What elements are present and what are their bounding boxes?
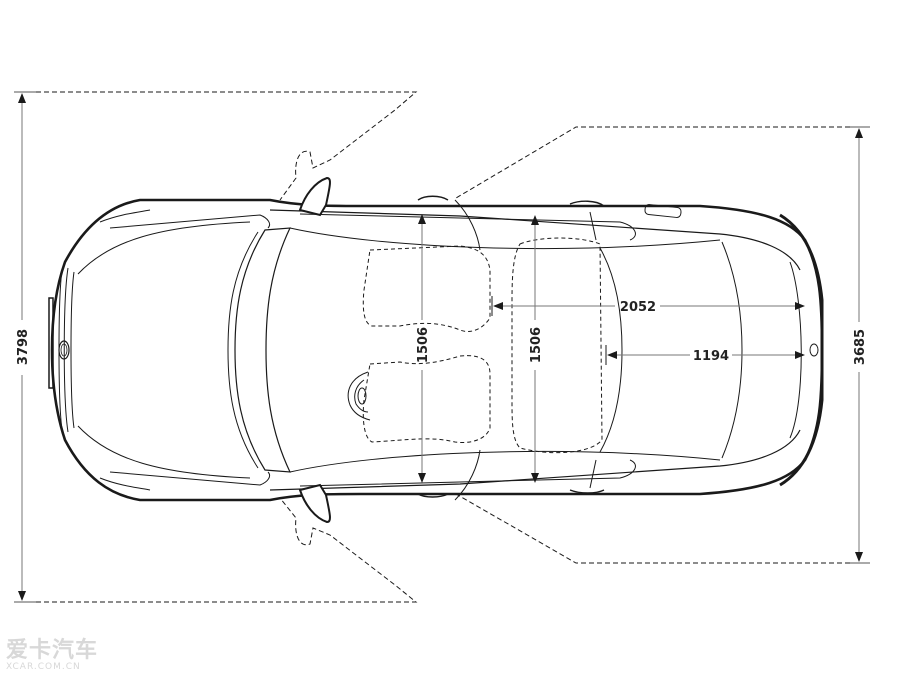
dimension-3685: 3685 (850, 126, 870, 564)
seat-outlines (362, 237, 603, 454)
dimension-1506-rear: 1506 (529, 215, 544, 483)
dimension-3798: 3798 (14, 91, 36, 603)
side-mirrors (298, 176, 331, 524)
dimension-1506-front: 1506 (416, 214, 431, 483)
dim-label-1506-front: 1506 (416, 327, 431, 363)
dim-label-1194: 1194 (693, 349, 729, 364)
dimension-2052: 2052 (491, 296, 805, 316)
dim-label-2052: 2052 (620, 300, 656, 315)
car-body-outline (48, 195, 824, 502)
dimension-1194: 1194 (605, 345, 805, 365)
dim-label-3798: 3798 (16, 329, 31, 365)
dim-label-1506-rear: 1506 (529, 327, 544, 363)
door-swing-outline-left (36, 91, 418, 603)
watermark-latin: XCAR.COM.CN (6, 662, 81, 672)
dim-label-3685: 3685 (853, 329, 868, 365)
watermark: 爱卡汽车 XCAR.COM.CN (6, 640, 98, 673)
watermark-chinese: 爱卡汽车 (6, 638, 99, 663)
door-swing-outline-right (455, 126, 850, 564)
